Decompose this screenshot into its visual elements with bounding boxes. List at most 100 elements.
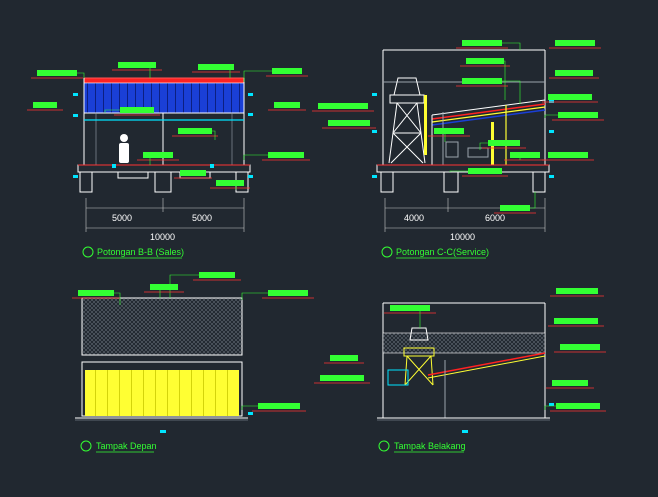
annotation-text-bar: [33, 102, 57, 108]
back-elevation-title[interactable]: Tampak Belakang: [394, 441, 466, 451]
annotation-tag: [72, 290, 121, 305]
annotation-leader: [243, 154, 268, 160]
annotation-text-bar: [554, 318, 598, 324]
annotation-tag: [192, 64, 240, 78]
annotation-tag: [428, 128, 470, 142]
annotation-leader: [544, 114, 558, 118]
annotation-leader: [241, 405, 258, 410]
annotation-text-bar: [558, 112, 598, 118]
bb-dim-left: 5000: [112, 213, 132, 223]
annotation-text-bar: [178, 128, 212, 134]
annotation-tag: [546, 380, 594, 389]
annotation-leader: [519, 154, 540, 160]
annotation-tag: [494, 192, 536, 214]
annotation-leader: [212, 130, 216, 140]
human-figure: [119, 134, 129, 163]
annotation-leader: [504, 60, 506, 100]
back-facade-mesh: [382, 332, 546, 354]
annotation-tag: [322, 120, 376, 129]
back-water-tower: [403, 327, 435, 386]
roof-edge-red: [83, 77, 245, 84]
bb-dim-total: 10000: [150, 232, 175, 242]
annotation-text-bar: [272, 68, 302, 74]
annotation-tag: [554, 344, 606, 353]
annotation-tag: [144, 284, 184, 298]
floor-slab: [77, 164, 251, 173]
annotation-text-bar: [556, 288, 598, 294]
annotation-text-bar: [320, 375, 364, 381]
annotation-leader: [104, 109, 120, 113]
annotation-tag: [542, 152, 594, 161]
annotation-leader: [449, 170, 468, 172]
annotation-tag: [504, 152, 546, 161]
annotation-leader: [77, 72, 85, 78]
annotation-leader: [444, 130, 464, 142]
front-elevation-title[interactable]: Tampak Depan: [96, 441, 157, 451]
annotation-leader: [199, 172, 206, 174]
annotation-tag: [479, 140, 526, 150]
section-bb-title-tag[interactable]: Potongan B-B (Sales): [82, 246, 184, 259]
annotation-text-bar: [488, 140, 520, 146]
annotation-text-bar: [500, 205, 530, 211]
annotation-text-bar: [328, 120, 370, 126]
front-title-tag[interactable]: Tampak Depan: [80, 440, 157, 453]
annotation-text-bar: [268, 290, 308, 296]
front-elevation-drawing: [75, 297, 253, 433]
section-cc-title-tag[interactable]: Potongan C-C(Service): [381, 246, 489, 259]
annotation-tag: [174, 170, 212, 179]
annotation-tag: [456, 78, 521, 104]
annotation-tag: [324, 355, 364, 364]
bb-dim-right: 5000: [192, 213, 212, 223]
annotation-tag: [104, 107, 160, 116]
annotation-leader: [149, 154, 173, 165]
annotation-tag: [384, 305, 436, 328]
annotation-text-bar: [78, 290, 114, 296]
annotation-tag: [31, 70, 85, 79]
roof-panel-blue: [83, 82, 245, 114]
annotation-text-bar: [268, 152, 304, 158]
annotation-leader: [235, 182, 244, 190]
annotation-leader: [530, 192, 536, 209]
annotation-tag: [544, 403, 606, 412]
annotation-tag: [544, 112, 604, 121]
back-title-tag[interactable]: Tampak Belakang: [378, 440, 466, 453]
annotation-leader: [114, 292, 121, 305]
annotation-leader: [243, 70, 272, 82]
annotation-text-bar: [466, 58, 504, 64]
annotation-tag: [137, 152, 179, 165]
annotation-text-bar: [330, 355, 358, 361]
annotation-text-bar: [390, 305, 430, 311]
annotation-text-bar: [216, 180, 244, 186]
annotation-text-bar: [548, 152, 588, 158]
annotation-leader: [544, 405, 556, 410]
annotation-text-bar: [548, 94, 592, 100]
section-bb-title[interactable]: Potongan B-B (Sales): [97, 247, 184, 257]
annotation-leader: [502, 42, 521, 50]
annotation-tag: [550, 288, 604, 297]
section-cc-title[interactable]: Potongan C-C(Service): [396, 247, 489, 257]
annotation-leader: [502, 80, 521, 104]
annotation-text-bar: [555, 40, 595, 46]
annotation-text-bar: [198, 64, 234, 70]
annotation-tag: [243, 152, 310, 161]
annotation-text-bar: [556, 403, 600, 409]
section-bb-drawing: [73, 77, 253, 232]
annotation-leader: [159, 286, 178, 298]
annotation-leader: [149, 64, 156, 78]
annotation-tag: [241, 290, 314, 300]
annotation-text-bar: [199, 272, 235, 278]
annotation-text-bar: [552, 380, 588, 386]
annotation-text-bar: [180, 170, 206, 176]
annotation-text-bar: [118, 62, 156, 68]
front-facade-mesh: [81, 297, 243, 356]
cc-dim-total: 10000: [450, 232, 475, 242]
annotation-text-bar: [258, 403, 300, 409]
annotation-tag: [268, 102, 306, 111]
annotation-tag: [460, 58, 510, 100]
annotation-tag: [241, 403, 306, 412]
annotation-text-bar: [560, 344, 600, 350]
section-bb-dimensions: [85, 198, 245, 232]
annotation-tag: [210, 180, 250, 190]
annotation-tag: [548, 318, 604, 327]
